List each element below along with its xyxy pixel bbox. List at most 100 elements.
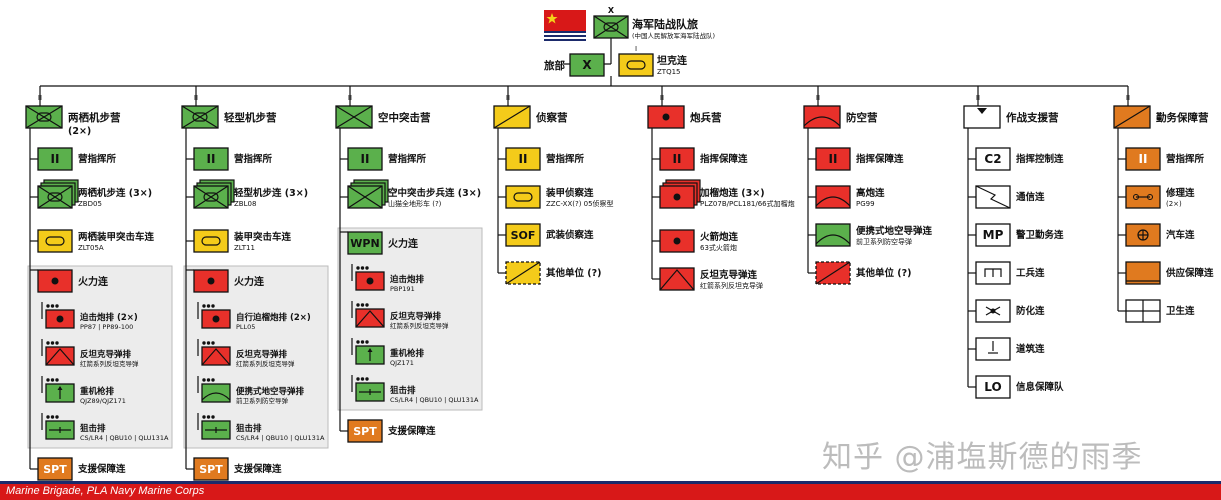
company-symbol: SPT (347, 419, 383, 443)
platoon-model: CS/LR4 | QBU10 | QLU131A (390, 396, 479, 404)
unit-5: 防化连 (968, 299, 1045, 323)
unit-1: II 营指挥所 (186, 147, 273, 171)
company-symbol (193, 179, 235, 209)
platoon-name: 自行迫榴炮排 (2×) (236, 312, 311, 323)
company-symbol: II (505, 147, 541, 171)
platoon-model: PBP191 (390, 285, 415, 293)
company-model: ZLT11 (234, 244, 255, 252)
company-name: 营指挥所 (546, 153, 585, 165)
platoon-1: 自行迫榴炮排 (2×)PLL05 (197, 302, 311, 331)
company-symbol: II (1125, 147, 1161, 171)
unit-5: 卫生连 (1118, 299, 1195, 323)
company-symbol: SOF (505, 223, 541, 247)
tank-company-symbol (618, 53, 654, 77)
company-model: 前卫系列防空导弹 (856, 237, 912, 246)
company-symbol (815, 223, 851, 247)
svg-text:LO: LO (984, 380, 1001, 394)
svg-text:II: II (207, 152, 216, 166)
company-model: 山猫全地形车 (?) (388, 199, 442, 208)
watermark: 知乎 @浦塩斯德的雨季 (822, 440, 1143, 475)
company-name: 加榴炮连 (3×) (699, 187, 765, 199)
company-name: 其他单位 (?) (546, 267, 602, 279)
unit-3: SOF 武装侦察连 (498, 223, 594, 247)
company-model: ZBL08 (234, 200, 256, 208)
battalion-count: (2×) (68, 126, 91, 137)
company-name: 信息保障队 (1016, 381, 1064, 393)
svg-text:MP: MP (983, 228, 1004, 242)
company-name: 指挥保障连 (856, 153, 904, 165)
platoon-symbol (355, 271, 385, 291)
battalion-title: 炮兵营 (689, 111, 722, 124)
company-symbol: II (815, 147, 851, 171)
company-name: 武装侦察连 (546, 229, 594, 241)
company-symbol: SPT (37, 457, 73, 481)
svg-text:WPN: WPN (350, 237, 379, 250)
platoon-symbol (355, 345, 385, 365)
tank-company-name: 坦克连 (657, 54, 688, 67)
platoon-name: 重机枪排 (390, 348, 425, 359)
svg-text:II: II (1139, 152, 1148, 166)
company-name: 高炮连 (856, 187, 885, 199)
platoon-name: 反坦克导弹排 (80, 349, 132, 360)
svg-text:II: II (519, 152, 528, 166)
battalion-title: 轻型机步营 (224, 111, 277, 124)
company-model: 63式火箭炮 (700, 243, 737, 252)
company-name: 便携式地空导弹连 (856, 225, 933, 237)
battalion-title: 勤务保障营 (1156, 111, 1209, 124)
platoon-model: 前卫系列防空导弹 (236, 396, 289, 405)
unit-4: 供应保障连 (1118, 261, 1214, 285)
company-name: 卫生连 (1166, 305, 1195, 317)
company-model: PG99 (856, 200, 875, 208)
company-symbol: SPT (193, 457, 229, 481)
platoon-model: QJZ89/QJZ171 (80, 397, 126, 405)
company-symbol (1125, 223, 1161, 247)
company-name: 供应保障连 (1165, 267, 1214, 279)
company-symbol (975, 261, 1011, 285)
platoon-model: CS/LR4 | QBU10 | QLU131A (80, 434, 169, 442)
battalion-title: 防空营 (846, 111, 878, 124)
svg-text:C2: C2 (984, 152, 1001, 166)
platoon-model: 红箭系列反坦克导弹 (390, 321, 449, 330)
company-name: 营指挥所 (234, 153, 273, 165)
company-name: 装甲侦察连 (545, 187, 594, 199)
company-symbol (975, 337, 1011, 361)
unit-6: 道筑连 (968, 337, 1045, 361)
company-symbol (815, 185, 851, 209)
svg-text:II: II (348, 94, 352, 102)
unit-2: 空中突击步兵连 (3×)山猫全地形车 (?) (340, 179, 481, 209)
svg-text:II: II (38, 94, 42, 102)
fire-company-symbol (37, 269, 73, 293)
company-name: 反坦克导弹连 (700, 269, 758, 281)
brigade-hq-label: 旅部 (544, 59, 565, 72)
svg-text:II: II (673, 152, 682, 166)
footer-text: Marine Brigade, PLA Navy Marine Corps (6, 485, 205, 497)
platoon-name: 反坦克导弹排 (390, 311, 442, 322)
svg-text:II: II (816, 94, 820, 102)
brigade-echelon: X (608, 6, 615, 15)
platoon-symbol (45, 346, 75, 366)
company-name: 工兵连 (1016, 267, 1045, 279)
battalion-title: 侦察营 (535, 111, 568, 124)
unit-1: II 指挥保障连 (808, 147, 904, 171)
platoon-name: 重机枪排 (80, 386, 115, 397)
company-name: 支援保障连 (387, 425, 436, 437)
svg-text:II: II (660, 94, 664, 102)
platoon-name: 狙击排 (236, 423, 262, 434)
